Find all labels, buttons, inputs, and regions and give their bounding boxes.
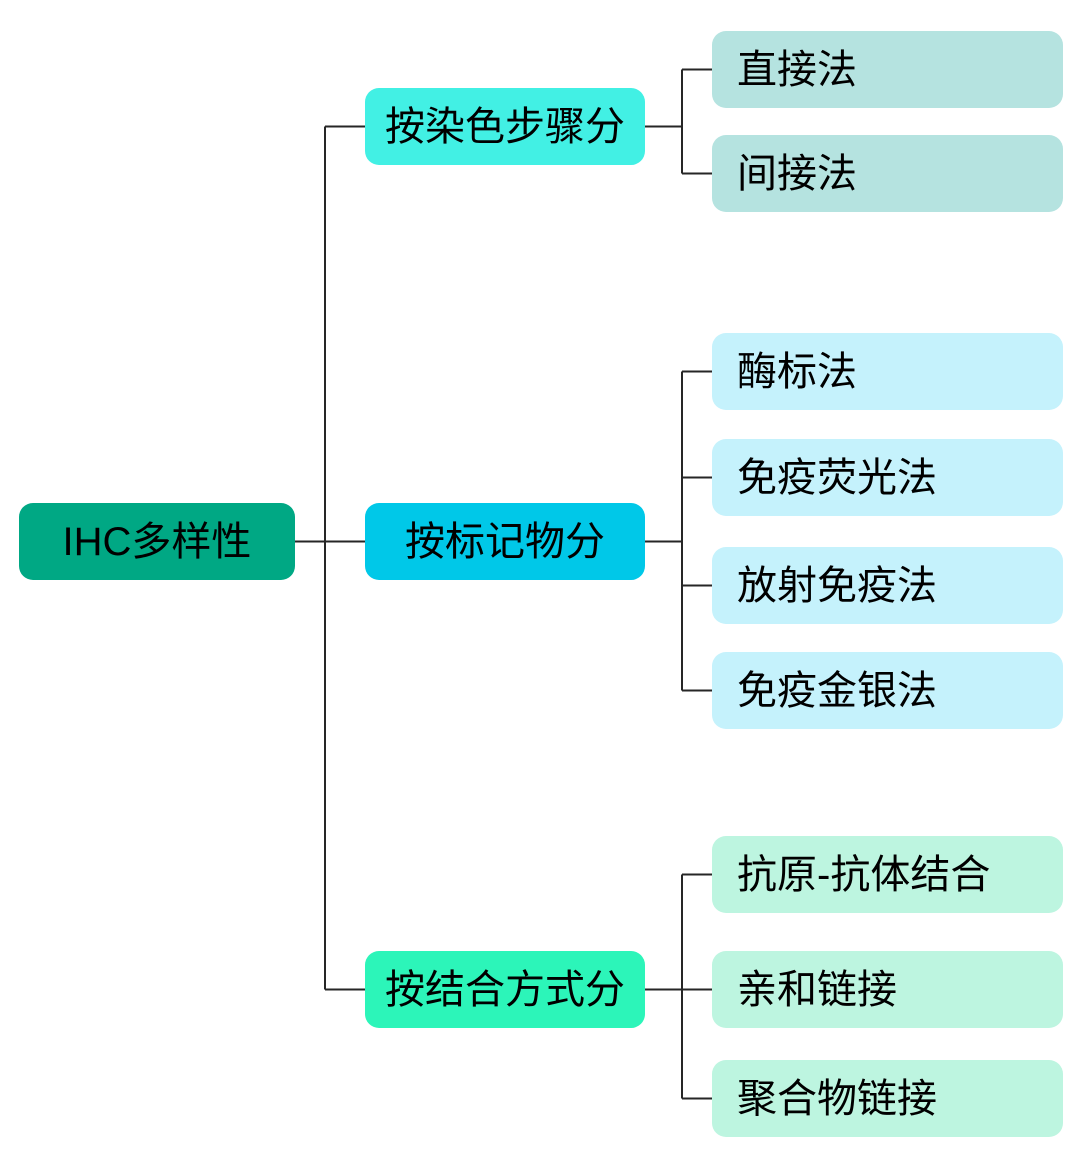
leaf-node-label: 直接法 [737,47,857,92]
leaf-node-immunofluorescence[interactable]: 免疫荧光法 [712,439,1063,516]
leaf-node-affinity-linkage[interactable]: 亲和链接 [712,951,1063,1028]
root-node-ihc-diversity[interactable]: IHC多样性 [19,503,295,580]
leaf-node-polymer-linkage[interactable]: 聚合物链接 [712,1060,1063,1137]
leaf-node-direct-method[interactable]: 直接法 [712,31,1063,108]
leaf-node-label: 免疫金银法 [737,668,937,713]
branch-node-label: 按染色步骤分 [385,104,625,149]
branch-node-by-binding-mode[interactable]: 按结合方式分 [365,951,645,1028]
branch-node-label: 按结合方式分 [385,967,625,1012]
leaf-node-label: 放射免疫法 [737,563,937,608]
branch-node-by-staining-steps[interactable]: 按染色步骤分 [365,88,645,165]
branch-node-by-marker[interactable]: 按标记物分 [365,503,645,580]
leaf-node-indirect-method[interactable]: 间接法 [712,135,1063,212]
leaf-node-antigen-antibody-binding[interactable]: 抗原-抗体结合 [712,836,1063,913]
branch-node-label: 按标记物分 [405,519,605,564]
leaf-node-immunogold-silver[interactable]: 免疫金银法 [712,652,1063,729]
leaf-node-label: 间接法 [737,151,857,196]
leaf-node-label: 聚合物链接 [737,1076,937,1121]
leaf-node-label: 酶标法 [737,349,857,394]
leaf-node-enzyme-labeled[interactable]: 酶标法 [712,333,1063,410]
leaf-node-label: 抗原-抗体结合 [737,852,991,897]
leaf-node-radioimmunoassay[interactable]: 放射免疫法 [712,547,1063,624]
leaf-node-label: 免疫荧光法 [737,455,937,500]
root-node-label: IHC多样性 [62,519,252,564]
leaf-node-label: 亲和链接 [737,967,897,1012]
